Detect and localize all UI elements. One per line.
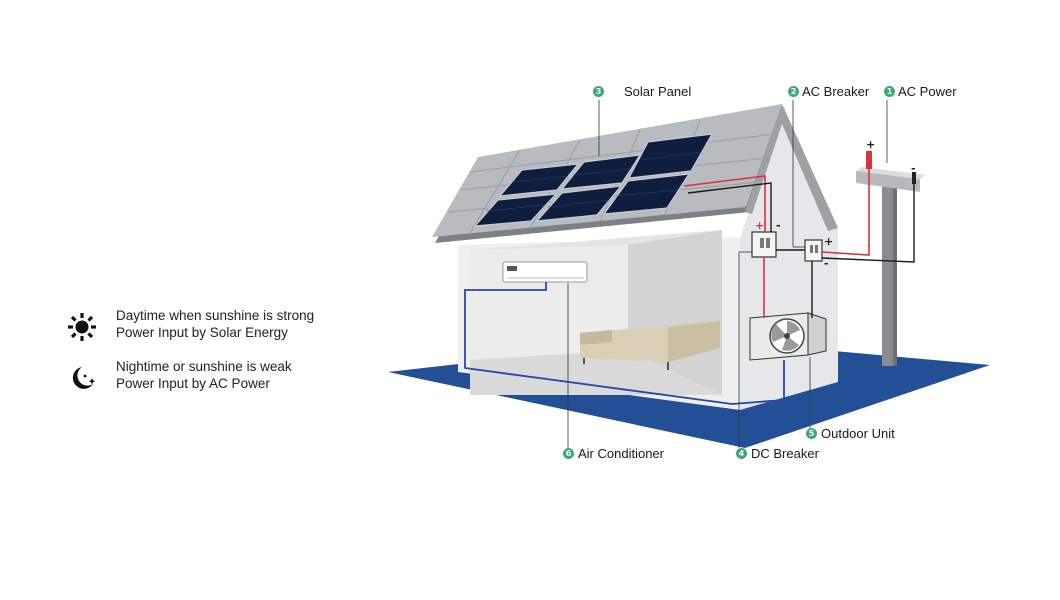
room-floor [470,350,722,395]
ac-wire-black [687,182,915,318]
ac-breaker-box [804,239,823,262]
polarity-plus-dc: + [755,219,764,232]
callout-dc-breaker-number: 4 [736,448,747,459]
callout-solar-panel-number: 3 [593,86,604,97]
callout-ac-breaker-number: 2 [788,86,799,97]
callout-ac-breaker-label: AC Breaker [802,84,870,99]
legend-item-nighttime: Nightime or sunshine is weak Power Input… [66,358,366,398]
callout-solar-panel-label: Solar Panel [624,84,692,99]
callout-air-conditioner-number: 6 [563,448,574,459]
leader-lines [567,100,888,448]
polarity-minus-dc: - [776,219,781,232]
callout-outdoor-unit-number: 5 [806,428,817,439]
callout-outdoor-unit-label: Outdoor Unit [821,426,895,441]
polarity-minus-pole: - [911,162,916,175]
gable-roof-edge [745,104,838,231]
moon-stars-icon [72,367,96,389]
solar-panel-grid [485,151,703,212]
indoor-line-blue [464,282,785,405]
utility-pole [856,151,926,366]
polarity-marks: + - + - + - [755,138,916,270]
polarity-plus-pole: + [866,138,875,151]
legend-nighttime-line2: Power Input by AC Power [116,376,270,391]
dc-breaker-box [751,231,777,258]
legend-item-daytime: Daytime when sunshine is strong Power In… [66,307,366,347]
dc-wire-red [683,169,870,318]
polarity-plus-ac: + [824,235,833,248]
callout-air-conditioner-label: Air Conditioner [578,446,664,461]
legend-daytime-line2: Power Input by Solar Energy [116,325,288,340]
callout-ac-power-label: AC Power [898,84,957,99]
polarity-minus-ac: - [824,257,829,270]
indoor-unit-display [507,266,517,271]
sofa [580,321,720,370]
legend-nighttime-line1: Nightime or sunshine is weak [116,359,292,374]
indoor-unit [502,261,588,283]
outdoor-unit [749,312,827,361]
callout-dc-breaker-label: DC Breaker [751,446,819,461]
callout-ac-power-number: 1 [884,86,895,97]
sun-icon [68,313,96,341]
legend-daytime-line1: Daytime when sunshine is strong [116,308,315,323]
